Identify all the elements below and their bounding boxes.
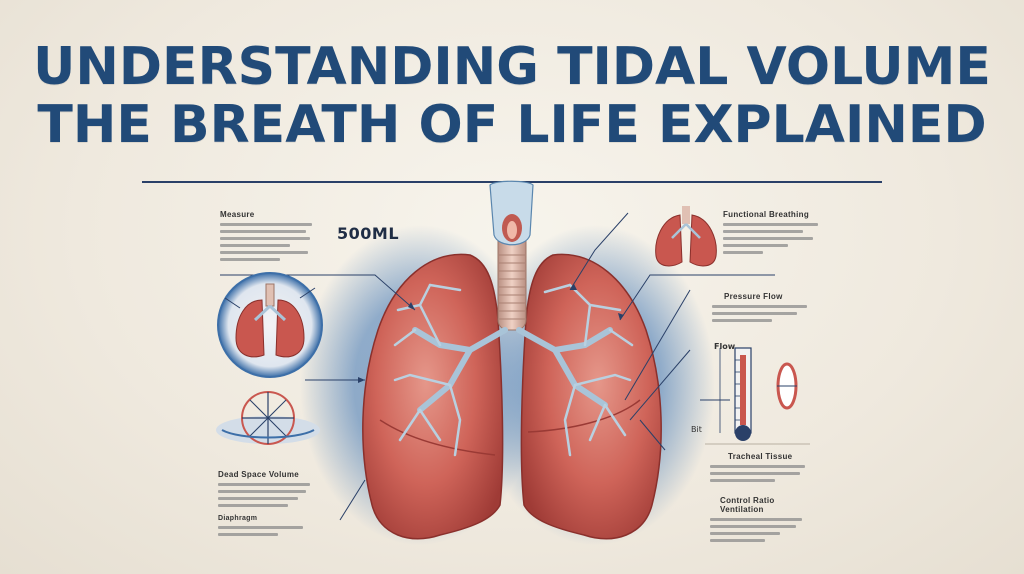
panel-heading: Control Ratio Ventilation (720, 496, 775, 514)
panel-heading: Tracheal Tissue (728, 452, 793, 461)
panel-heading: Measure (220, 210, 255, 219)
tidal-volume-value: 500ML (337, 224, 400, 243)
larynx (489, 180, 534, 246)
diaphragm-gauge-icon (216, 391, 320, 445)
panel-heading: Pressure Flow (724, 292, 783, 301)
flow-gauge-icon (700, 347, 752, 441)
gauge-bottom-label: Bit (691, 425, 702, 434)
panel-pressure-flow: Pressure Flow (712, 292, 812, 322)
title-line-1: UNDERSTANDING TIDAL VOLUME (33, 37, 991, 97)
panel-dead-space: Dead Space Volume Diaphragm (218, 470, 318, 536)
panel-tracheal-tissue: Tracheal Tissue (710, 452, 810, 482)
panel-heading: Dead Space Volume (218, 470, 299, 479)
gauge-heading: Flow (714, 342, 736, 351)
page-title: UNDERSTANDING TIDAL VOLUME THE BREATH OF… (0, 38, 1024, 154)
panel-subheading: Diaphragm (218, 515, 258, 522)
title-line-2: THE BREATH OF LIFE EXPLAINED (37, 95, 987, 155)
panel-heading: Functional Breathing (723, 210, 809, 219)
top-right-lungs-icon (655, 206, 717, 267)
oval-indicator-icon (776, 362, 798, 410)
panel-control-ratio: Control Ratio Ventilation (710, 496, 810, 542)
panel-functional-breathing: Functional Breathing (723, 210, 823, 254)
panel-measure: Measure (220, 210, 320, 261)
